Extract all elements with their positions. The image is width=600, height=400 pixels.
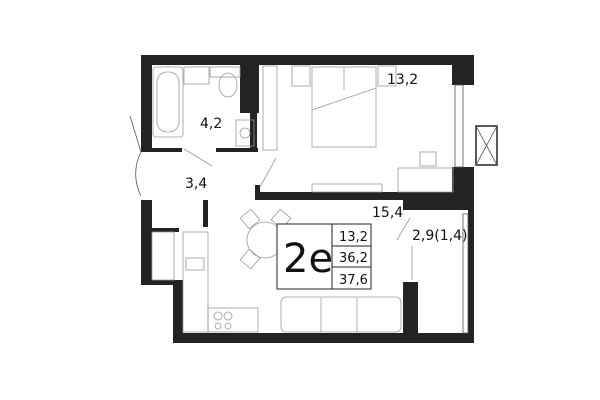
entrance-door bbox=[135, 151, 142, 197]
balcony-door bbox=[396, 217, 411, 241]
bathroom-area: 4,2 bbox=[200, 116, 222, 132]
total-area-with-balcony: 37,6 bbox=[339, 273, 368, 288]
bench bbox=[311, 183, 383, 193]
balcony-area: 2,9(1,4) bbox=[412, 228, 467, 244]
ventilation-shaft bbox=[475, 125, 498, 166]
nightstand bbox=[377, 65, 397, 87]
furniture bbox=[151, 65, 454, 333]
chair bbox=[419, 151, 437, 167]
wardrobe bbox=[262, 65, 278, 151]
living-area: 13,2 bbox=[339, 230, 368, 245]
apartment-info-box: 2e 13,2 36,2 37,6 bbox=[276, 223, 372, 290]
toilet bbox=[218, 72, 238, 98]
kitchen-living-area: 15,4 bbox=[372, 205, 403, 221]
kitchen-sink bbox=[185, 257, 205, 271]
nightstand bbox=[291, 65, 311, 87]
bathtub bbox=[152, 66, 184, 138]
closet bbox=[151, 231, 175, 281]
hallway-area: 3,4 bbox=[185, 176, 207, 192]
apartment-type: 2e bbox=[283, 236, 333, 282]
kitchen-counter bbox=[182, 231, 209, 333]
bedroom-area: 13,2 bbox=[387, 72, 418, 88]
walls bbox=[141, 55, 474, 343]
total-area: 36,2 bbox=[339, 251, 368, 266]
bathroom-door bbox=[183, 148, 213, 167]
stove bbox=[207, 307, 259, 333]
doors[interactable] bbox=[129, 115, 413, 280]
desk bbox=[397, 167, 454, 193]
room-labels: 13,2 4,2 3,4 15,4 2,9(1,4) bbox=[185, 72, 467, 244]
sofa bbox=[280, 296, 402, 333]
sink bbox=[183, 66, 210, 85]
washing-machine bbox=[235, 119, 255, 147]
bedroom-door bbox=[259, 157, 277, 188]
windows bbox=[454, 84, 498, 334]
